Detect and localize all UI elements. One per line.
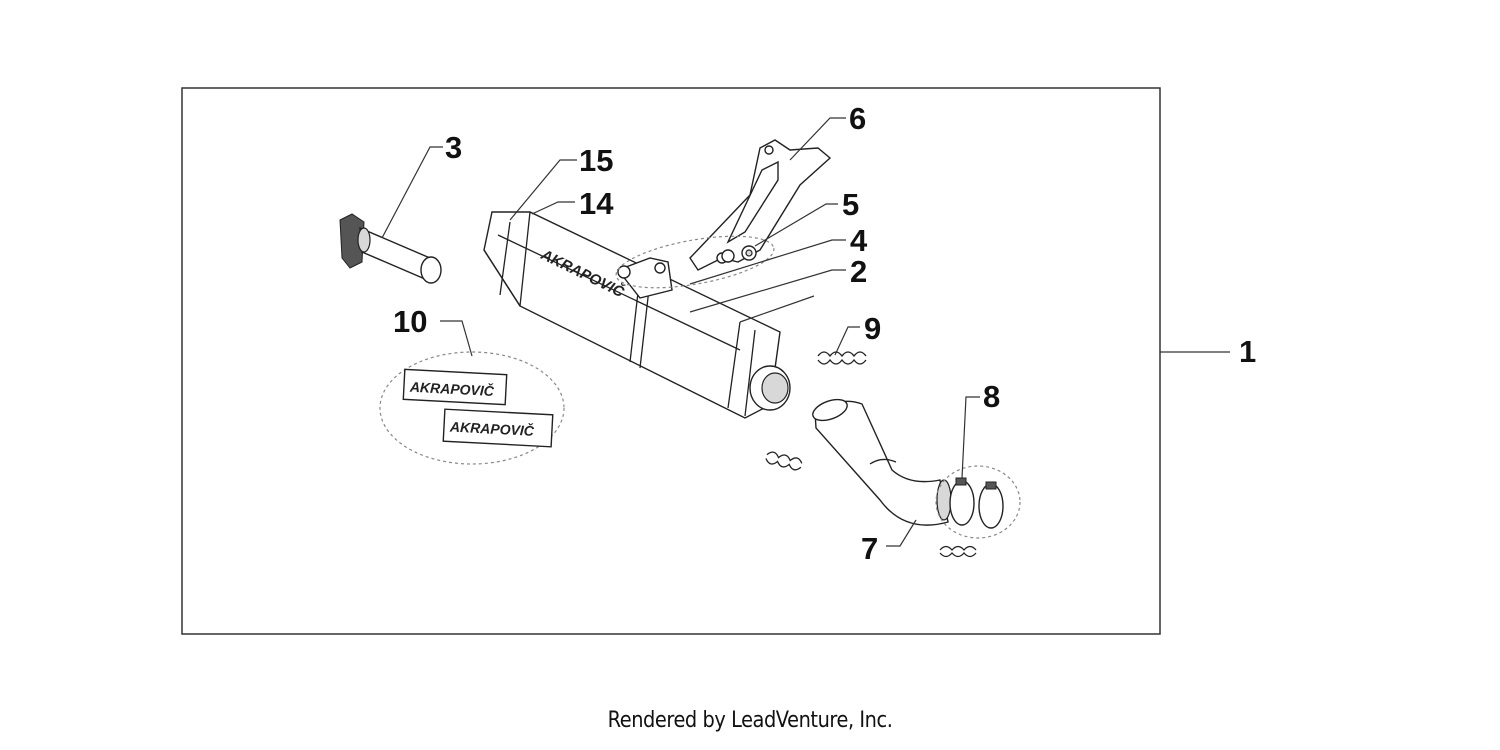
part-10-stickers: AKRAPOVIČ AKRAPOVIČ [379, 351, 565, 465]
callout-3: 3 [445, 130, 462, 165]
render-credit: Rendered by LeadVenture, Inc. [607, 708, 893, 733]
part-7-link-pipe [812, 398, 952, 526]
callout-4: 4 [850, 223, 868, 258]
sticker-logo-2: AKRAPOVIČ [449, 417, 536, 438]
part-5-washers [721, 245, 757, 263]
callout-15: 15 [579, 143, 613, 178]
callout-5: 5 [842, 187, 859, 222]
assembly-frame [181, 87, 1161, 635]
callout-14: 14 [579, 186, 614, 221]
callout-8: 8 [983, 379, 1000, 414]
callout-6: 6 [849, 101, 866, 136]
callout-1: 1 [1239, 334, 1256, 369]
sticker-logo-1: AKRAPOVIČ [409, 378, 496, 399]
callout-9: 9 [864, 311, 881, 346]
silencer-body: AKRAPOVIČ [483, 211, 791, 419]
part-3-end-cap [339, 213, 442, 284]
part-6-hanger-bracket [689, 139, 832, 271]
part-8-clamps [935, 465, 1021, 539]
callout-2: 2 [850, 254, 867, 289]
part-9-springs [765, 351, 977, 558]
callout-10: 10 [393, 304, 427, 339]
part-4-5-group-outline [615, 235, 775, 289]
leader-lines [381, 117, 1230, 547]
callout-7: 7 [861, 531, 878, 566]
